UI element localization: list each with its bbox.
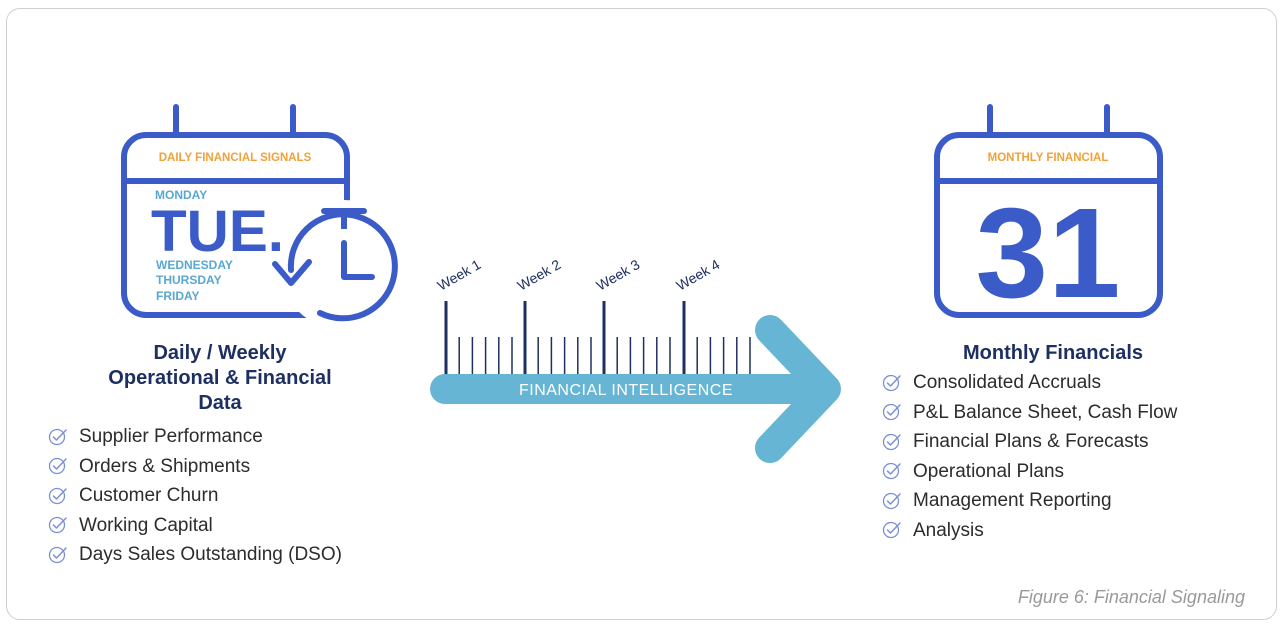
left-list: Supplier Performance Orders & Shipments … bbox=[48, 422, 342, 570]
check-icon bbox=[882, 433, 901, 450]
date-number: 31 bbox=[976, 182, 1121, 325]
list-item-label: Supplier Performance bbox=[79, 426, 263, 447]
list-item: Working Capital bbox=[48, 511, 342, 541]
list-item: Customer Churn bbox=[48, 481, 342, 511]
check-icon bbox=[882, 374, 901, 391]
day-after-label: THURSDAY bbox=[156, 273, 222, 287]
list-item: Management Reporting bbox=[882, 486, 1177, 516]
check-icon bbox=[882, 463, 901, 480]
day-after-label: FRIDAY bbox=[156, 289, 200, 303]
list-item-label: Consolidated Accruals bbox=[913, 372, 1101, 393]
list-item: Consolidated Accruals bbox=[882, 368, 1177, 398]
right-list: Consolidated Accruals P&L Balance Sheet,… bbox=[882, 368, 1177, 545]
check-icon bbox=[48, 458, 67, 475]
daily-calendar-header: DAILY FINANCIAL SIGNALS bbox=[159, 152, 312, 164]
list-item: Operational Plans bbox=[882, 457, 1177, 487]
left-heading: Daily / Weekly Operational & Financial D… bbox=[70, 341, 370, 416]
list-item-label: Customer Churn bbox=[79, 485, 219, 506]
stopwatch-refresh-icon bbox=[272, 200, 409, 330]
list-item: Financial Plans & Forecasts bbox=[882, 427, 1177, 457]
check-icon bbox=[48, 517, 67, 534]
list-item-label: Financial Plans & Forecasts bbox=[913, 431, 1149, 452]
list-item-label: Days Sales Outstanding (DSO) bbox=[79, 544, 342, 565]
check-icon bbox=[48, 487, 67, 504]
week-label: Week 2 bbox=[515, 256, 564, 294]
week-label: Week 3 bbox=[594, 256, 643, 294]
list-item: P&L Balance Sheet, Cash Flow bbox=[882, 398, 1177, 428]
week-label: Week 1 bbox=[435, 256, 484, 294]
left-heading-line: Daily / Weekly bbox=[153, 342, 287, 364]
financial-intelligence-arrow: FINANCIAL INTELLIGENCE bbox=[430, 315, 841, 463]
monthly-calendar-icon: MONTHLY FINANCIAL 31 bbox=[934, 104, 1163, 325]
list-item-label: P&L Balance Sheet, Cash Flow bbox=[913, 401, 1178, 423]
list-item-label: Orders & Shipments bbox=[79, 455, 251, 477]
list-item: Analysis bbox=[882, 516, 1177, 546]
right-heading: Monthly Financials bbox=[962, 342, 1144, 364]
check-icon bbox=[882, 492, 901, 509]
left-heading-line: Operational & Financial bbox=[108, 367, 332, 389]
arrow-label: FINANCIAL INTELLIGENCE bbox=[519, 382, 733, 399]
list-item: Days Sales Outstanding (DSO) bbox=[48, 540, 342, 570]
current-day-label: TUE. bbox=[151, 199, 284, 264]
list-item-label: Working Capital bbox=[79, 514, 213, 536]
figure-caption: Figure 6: Financial Signaling bbox=[1017, 587, 1245, 607]
check-icon bbox=[882, 522, 901, 539]
check-icon bbox=[882, 404, 901, 421]
list-item: Supplier Performance bbox=[48, 422, 342, 452]
timeline-ticks bbox=[444, 301, 751, 374]
list-item-label: Operational Plans bbox=[913, 460, 1065, 482]
week-label: Week 4 bbox=[674, 256, 723, 294]
list-item-label: Management Reporting bbox=[913, 490, 1112, 511]
check-icon bbox=[48, 546, 67, 563]
week-labels: Week 1 Week 2 Week 3 Week 4 bbox=[435, 256, 723, 294]
day-before-label: MONDAY bbox=[155, 188, 207, 202]
monthly-calendar-header: MONTHLY FINANCIAL bbox=[988, 152, 1109, 164]
check-icon bbox=[48, 428, 67, 445]
list-item: Orders & Shipments bbox=[48, 452, 342, 482]
left-heading-line: Data bbox=[198, 392, 242, 414]
day-after-label: WEDNESDAY bbox=[156, 258, 233, 272]
list-item-label: Analysis bbox=[913, 519, 984, 541]
